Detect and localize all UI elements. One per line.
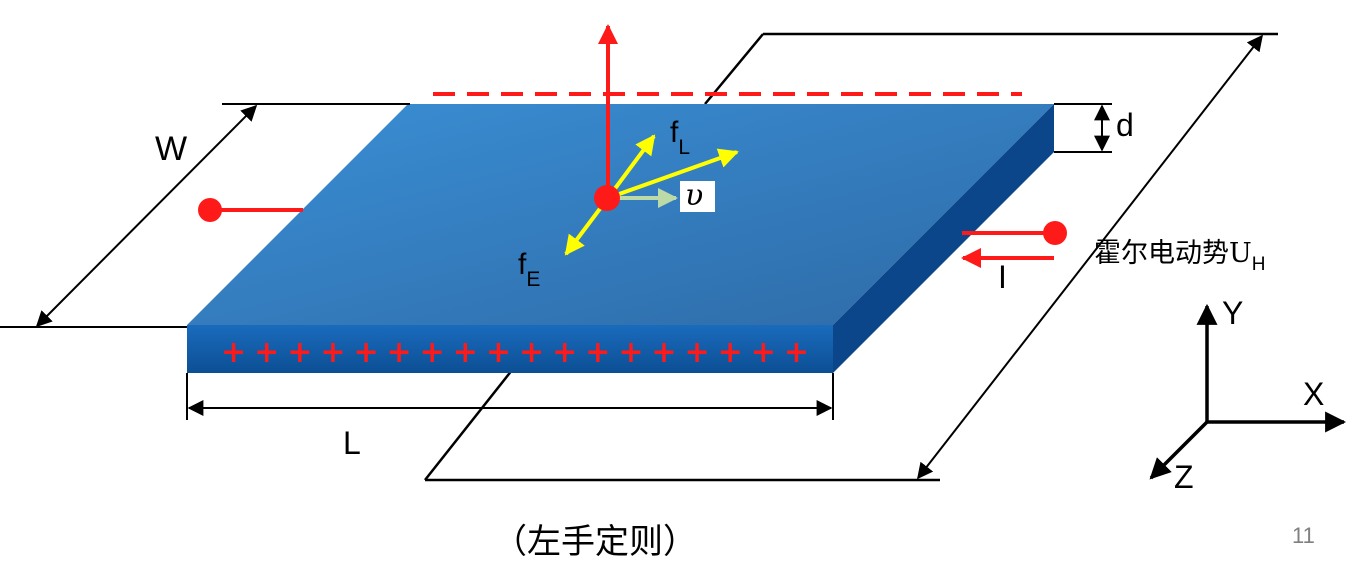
- lorentz-force-arrow: [606, 134, 656, 200]
- plate-top-face: [187, 104, 1054, 325]
- velocity-label: υ: [685, 178, 703, 213]
- length-label: L: [343, 425, 361, 461]
- x-axis-label: X: [1303, 376, 1324, 412]
- caption: （左手定则）: [493, 522, 697, 562]
- semiconductor-plate: [187, 104, 1054, 373]
- positive-charges: + + + + + + + + + + + + + + + + + +: [221, 335, 809, 370]
- coordinate-axes: [1149, 303, 1347, 480]
- thickness-label: d: [1116, 107, 1134, 143]
- field-plane-outline: [424, 32, 1278, 482]
- thickness-dimension: [1054, 103, 1112, 153]
- width-label: W: [155, 130, 187, 168]
- length-dimension: [186, 373, 834, 420]
- width-dimension: [0, 103, 410, 328]
- left-electrode: [198, 198, 303, 222]
- charge-carrier: [594, 185, 620, 211]
- plate-front-face: [187, 325, 833, 373]
- page-number: 11: [1292, 523, 1315, 548]
- right-electrode: [962, 221, 1067, 245]
- z-axis-label: Z: [1174, 459, 1194, 495]
- lorentz-force-label: fL: [670, 116, 690, 159]
- velocity-label-box: [680, 181, 715, 212]
- resultant-force-arrow: [607, 148, 739, 200]
- current-label: I: [998, 259, 1007, 295]
- hall-emf-label: 霍尔电动势UH: [1094, 238, 1266, 275]
- y-axis-label: Y: [1222, 295, 1243, 331]
- electric-force-label: fE: [518, 248, 540, 291]
- field-plane-diagonal: [917, 34, 1263, 480]
